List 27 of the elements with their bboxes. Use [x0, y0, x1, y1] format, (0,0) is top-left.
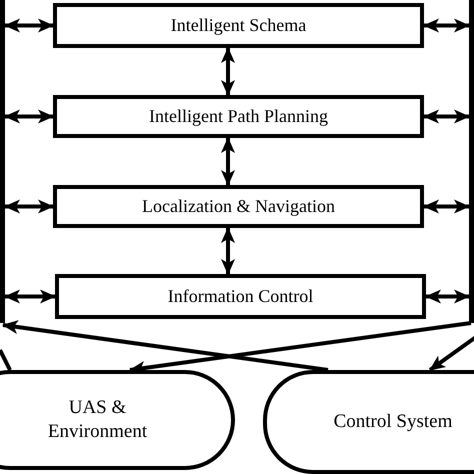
terminal-pill — [0, 370, 235, 470]
node-label: Control System — [332, 410, 454, 434]
process-box — [53, 3, 424, 48]
arrow — [4, 290, 56, 304]
terminal-pill — [263, 370, 474, 474]
node-label: Intelligent Schema — [170, 14, 306, 37]
arrow — [4, 200, 54, 214]
process-box — [53, 95, 424, 138]
node-label: Intelligent Path Planning — [149, 105, 328, 128]
arrow — [2, 320, 328, 372]
arrow — [221, 47, 235, 96]
node-label: Localization & Navigation — [142, 195, 335, 218]
arrow — [4, 18, 54, 32]
arrow — [221, 227, 235, 275]
arrow — [423, 18, 470, 32]
arrow — [423, 110, 470, 124]
process-box — [53, 185, 424, 228]
arrow — [221, 137, 235, 186]
vertical-bar — [469, 0, 474, 323]
process-box — [55, 274, 426, 319]
vertical-bar — [0, 0, 5, 323]
arrow — [4, 110, 54, 124]
arrow — [423, 200, 470, 214]
arrow — [425, 290, 470, 304]
node-label: Information Control — [168, 285, 314, 308]
node-label: UAS & Environment — [46, 396, 148, 444]
arrow — [428, 335, 474, 372]
